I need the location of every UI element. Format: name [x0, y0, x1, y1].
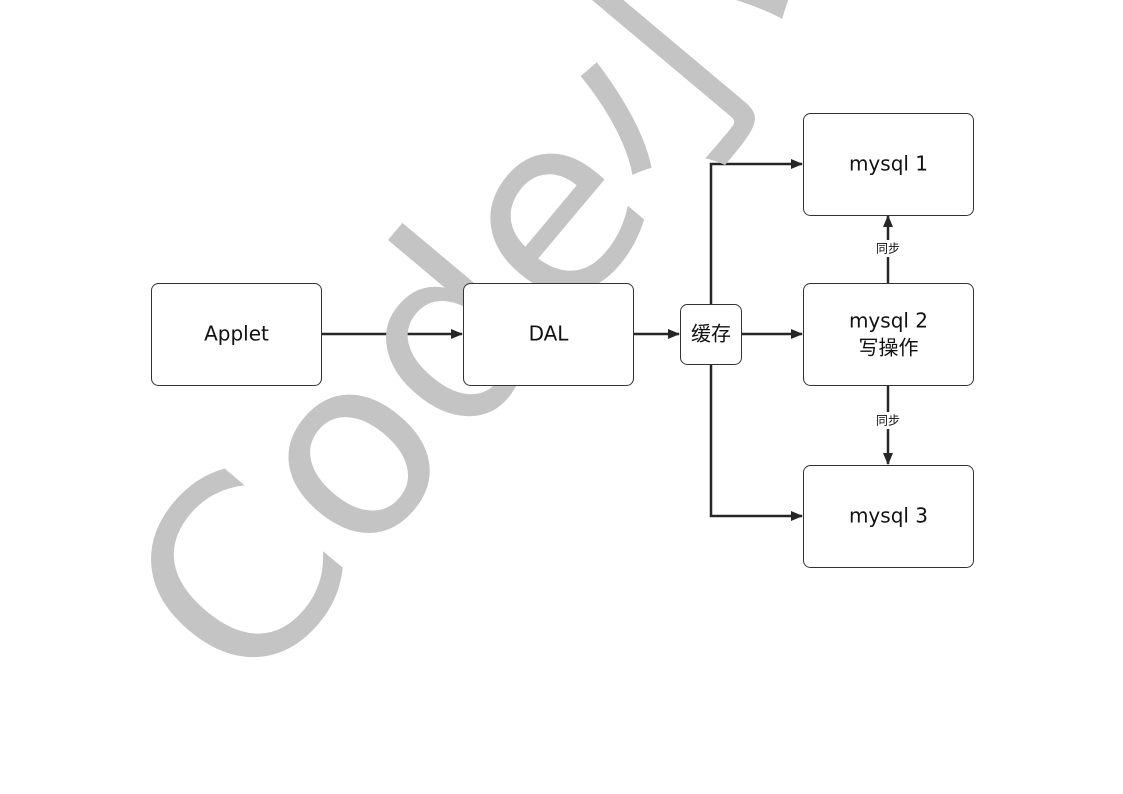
sync-label-up-text: 同步 — [876, 242, 900, 256]
node-cache[interactable]: 缓存 — [680, 304, 742, 365]
sync-label-down: 同步 — [872, 412, 904, 429]
edge-cache-to-mysql1 — [709, 159, 803, 304]
node-applet-label: Applet — [204, 322, 269, 346]
node-mysql2[interactable]: mysql 2 写操作 — [803, 283, 974, 386]
node-mysql1-label: mysql 1 — [849, 152, 928, 176]
node-mysql3[interactable]: mysql 3 — [803, 465, 974, 568]
node-dal-label: DAL — [529, 322, 570, 346]
node-cache-label: 缓存 — [691, 322, 731, 346]
node-mysql3-label: mysql 3 — [849, 504, 928, 528]
sync-label-down-text: 同步 — [876, 414, 900, 428]
node-applet[interactable]: Applet — [151, 283, 322, 386]
node-mysql2-sublabel: 写操作 — [859, 336, 919, 360]
edge-cache-to-mysql3 — [709, 364, 803, 521]
node-dal[interactable]: DAL — [463, 283, 634, 386]
node-mysql2-label: mysql 2 — [849, 309, 928, 333]
node-mysql1[interactable]: mysql 1 — [803, 113, 974, 216]
sync-label-up: 同步 — [872, 240, 904, 257]
